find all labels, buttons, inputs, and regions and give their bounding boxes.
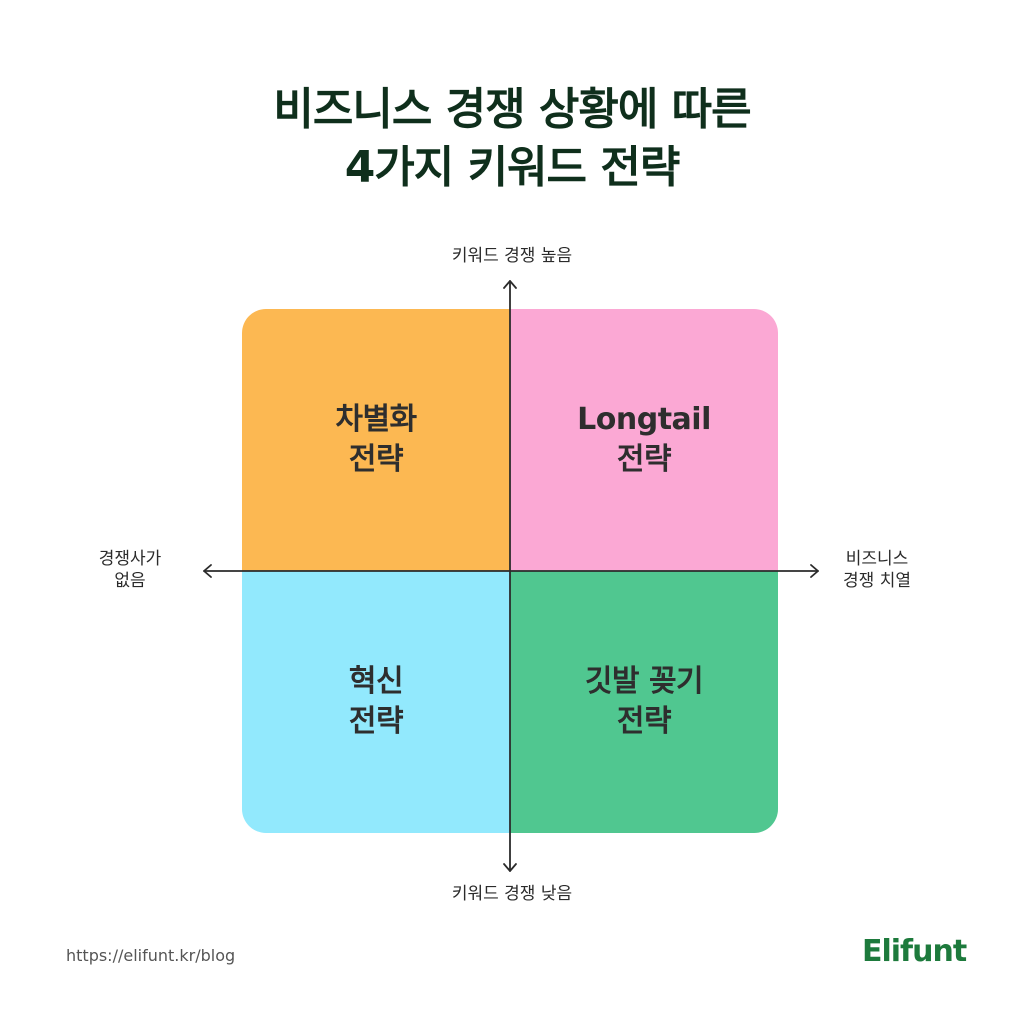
axis-label-right: 비즈니스 경쟁 치열 — [822, 548, 932, 592]
axis-label-bottom: 키워드 경쟁 낮음 — [451, 884, 573, 904]
quadrant-top-right-line-1: Longtail — [577, 402, 711, 437]
axis-label-left-line-1: 경쟁사가 — [98, 549, 162, 569]
diagram-title-line-2: 4가지 키워드 전략 — [344, 142, 681, 193]
arrow-left-icon — [203, 564, 212, 578]
axis-label-left: 경쟁사가 없음 — [88, 548, 172, 592]
axis-label-right-line-2: 경쟁 치열 — [843, 571, 911, 591]
arrow-down-icon — [503, 863, 517, 872]
quadrant-bottom-right: 깃발 꽂기 전략 — [510, 571, 778, 833]
quadrant-top-right: Longtail 전략 — [510, 309, 778, 571]
quadrant-top-right-line-2: 전략 — [616, 442, 672, 477]
axis-label-top: 키워드 경쟁 높음 — [451, 246, 573, 266]
quadrant-top-left: 차별화 전략 — [242, 309, 510, 571]
brand-logo: Elifunt — [862, 934, 967, 969]
arrow-right-icon — [810, 564, 819, 578]
quadrant-bottom-right-line-1: 깃발 꽂기 — [584, 664, 704, 699]
quadrant-top-left-line-2: 전략 — [348, 442, 404, 477]
axis-label-right-line-1: 비즈니스 — [845, 549, 909, 569]
quadrant-bottom-left-line-1: 혁신 — [348, 664, 404, 699]
axis-label-left-line-2: 없음 — [114, 571, 146, 591]
quadrant-bottom-left-line-2: 전략 — [348, 704, 404, 739]
quadrant-top-left-line-1: 차별화 — [335, 402, 417, 437]
quadrant-bottom-right-line-2: 전략 — [616, 704, 672, 739]
arrow-up-icon — [503, 280, 517, 289]
diagram-title-line-1: 비즈니스 경쟁 상황에 따른 — [273, 84, 751, 135]
footer-url: https://elifunt.kr/blog — [66, 946, 236, 965]
quadrant-bottom-left: 혁신 전략 — [242, 571, 510, 833]
